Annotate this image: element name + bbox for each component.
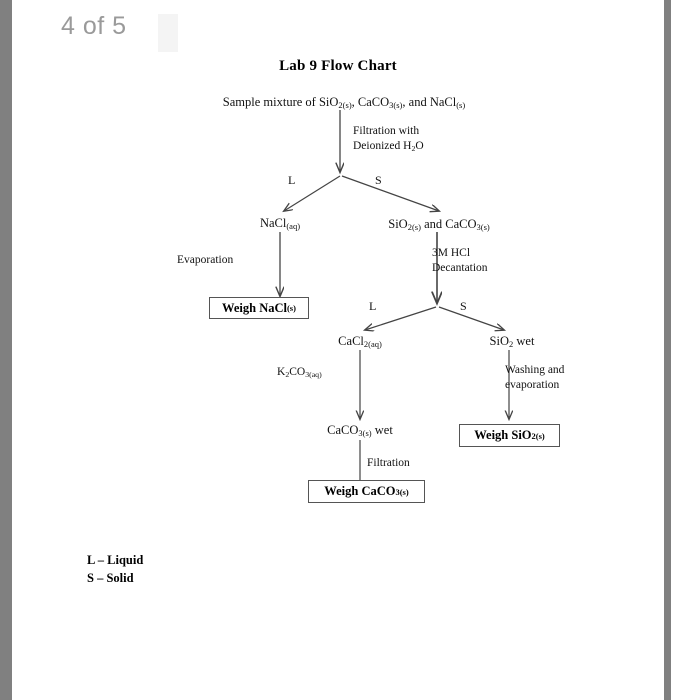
edge-label-filtration-deionized: Filtration with Deionized H2O xyxy=(353,125,424,154)
node-cacl2-aq: CaCl2(aq) xyxy=(338,334,382,350)
node-sio2-wet: SiO2 wet xyxy=(489,334,535,350)
node-caco3-wet: CaCO3(s) wet xyxy=(327,423,393,439)
legend: L – Liquid S – Solid xyxy=(87,552,143,588)
edge-label-washing-evaporation: Washing and evaporation xyxy=(505,363,564,393)
washing-line1: Washing and xyxy=(505,364,565,376)
hcl-line1: 3M HCl xyxy=(432,247,471,259)
node-sample-mixture: Sample mixture of SiO2(s), CaCO3(s), and… xyxy=(222,95,466,111)
right-edge-bar xyxy=(664,0,671,700)
node-sio2-caco3: SiO2(s) and CaCO3(s) xyxy=(388,217,490,233)
edge-label-k2co3: K2CO3(aq) xyxy=(277,366,322,379)
document-page: 4 of 5 Lab 9 Flow Chart Sample mixture o… xyxy=(12,0,664,700)
legend-liquid: L – Liquid xyxy=(87,553,144,567)
washing-line2: evaporation xyxy=(505,379,560,392)
node-nacl-aq: NaCl(aq) xyxy=(259,216,301,232)
edge-label-hcl-decantation: 3M HCl Decantation xyxy=(432,246,488,276)
right-margin xyxy=(671,0,677,700)
branch-label-solid-2: S xyxy=(460,299,467,313)
hcl-line2: Decantation xyxy=(432,262,488,275)
filtration-deionized-line1: Filtration with xyxy=(353,125,420,137)
page-indicator: 4 of 5 xyxy=(61,12,127,40)
page-indicator-artifact xyxy=(158,14,178,52)
terminal-box-weigh-nacl: Weigh NaCl(s) xyxy=(209,297,309,319)
edge-label-evaporation: Evaporation xyxy=(177,254,234,266)
edge-label-filtration: Filtration xyxy=(367,457,410,469)
branch-label-solid-1: S xyxy=(375,173,382,187)
branch-label-liquid-1: L xyxy=(288,173,296,187)
page-title: Lab 9 Flow Chart xyxy=(279,58,397,74)
left-edge-bar xyxy=(0,0,12,700)
legend-solid: S – Solid xyxy=(87,570,134,585)
branch-label-liquid-2: L xyxy=(369,299,377,313)
